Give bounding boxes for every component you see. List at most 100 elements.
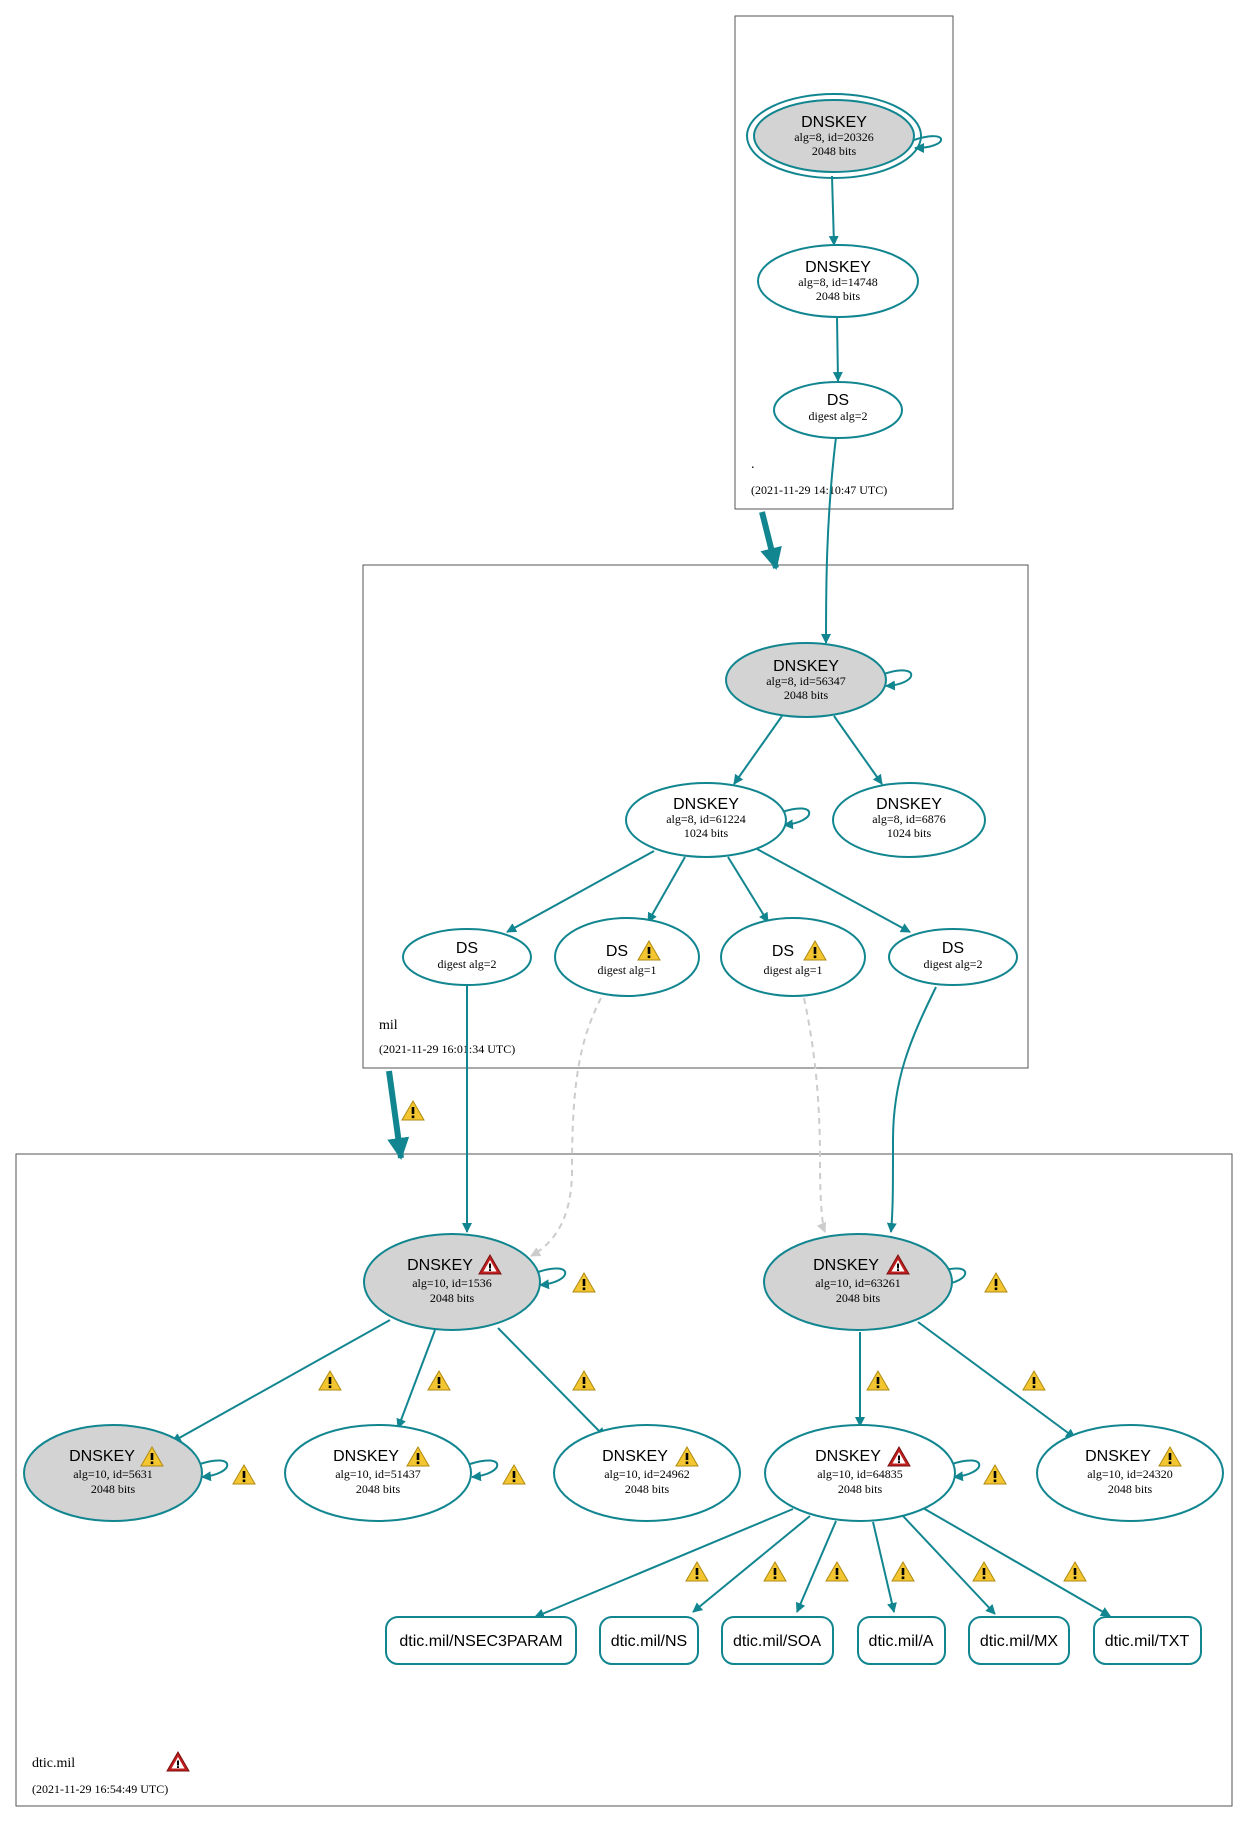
node-title: DNSKEY — [813, 1257, 879, 1274]
node-title: DS — [942, 940, 964, 957]
node-dtic-dnskey-64835[interactable]: DNSKEY alg=10, id=64835 2048 bits — [764, 1424, 956, 1522]
edge-mil-zsk1-to-ds1 — [506, 850, 655, 933]
edge-mil-ds4-to-dtic-ksk2 — [886, 986, 937, 1233]
node-dtic-dnskey-51437[interactable]: DNSKEY alg=10, id=51437 2048 bits — [284, 1424, 472, 1522]
node-dtic-dnskey-24320[interactable]: DNSKEY alg=10, id=24320 2048 bits — [1036, 1424, 1224, 1522]
node-key-size: 1024 bits — [887, 826, 932, 840]
edge-warning-icon — [685, 1561, 709, 1582]
node-mil-ds-4[interactable]: DS digest alg=2 — [888, 928, 1018, 986]
node-dtic-dnskey-24962[interactable]: DNSKEY alg=10, id=24962 2048 bits — [553, 1424, 741, 1522]
edge-mil-ds3-to-dtic-ksk2 — [803, 997, 827, 1233]
edge-dtic-64835-to-ns — [692, 1515, 811, 1613]
node-mil-ds-2[interactable]: DS digest alg=1 — [554, 917, 700, 997]
zone-root-name: . — [751, 457, 755, 472]
edge-dtic-ksk1-to-51437 — [396, 1329, 436, 1429]
rrset-ns[interactable]: dtic.mil/NS — [599, 1616, 699, 1665]
node-digest: digest alg=2 — [808, 409, 867, 423]
edges — [171, 135, 1111, 1619]
edge-dtic-64835-to-txt — [922, 1507, 1111, 1617]
edge-warning-icon — [866, 1370, 890, 1391]
edge-dtic-64835-self — [951, 1459, 981, 1482]
edge-dtic-ksk1-to-24962 — [497, 1327, 606, 1438]
edge-warning-icon — [318, 1370, 342, 1391]
node-key-info: alg=10, id=64835 — [817, 1467, 903, 1481]
node-key-size: 2048 bits — [1108, 1482, 1153, 1496]
node-title: DNSKEY — [407, 1257, 473, 1274]
node-key-info: alg=8, id=56347 — [766, 674, 846, 688]
node-key-size: 2048 bits — [625, 1482, 670, 1496]
edge-mil-ds2-to-dtic-ksk1 — [530, 997, 602, 1257]
rrset-soa[interactable]: dtic.mil/SOA — [721, 1616, 834, 1665]
node-mil-ds-1[interactable]: DS digest alg=2 — [402, 928, 532, 986]
node-mil-dnskey-56347[interactable]: DNSKEY alg=8, id=56347 2048 bits — [725, 642, 887, 718]
node-key-info: alg=8, id=6876 — [872, 812, 946, 826]
node-digest: digest alg=1 — [597, 963, 656, 977]
edge-warning-icon — [427, 1370, 451, 1391]
node-root-dnskey-20326[interactable]: DNSKEY alg=8, id=20326 2048 bits — [746, 93, 922, 179]
edge-dtic-ksk1-to-5631 — [171, 1319, 391, 1443]
node-root-dnskey-14748[interactable]: DNSKEY alg=8, id=14748 2048 bits — [757, 244, 919, 318]
edge-root-ds-to-mil-ksk — [821, 436, 837, 644]
edge-dtic-5631-self — [199, 1459, 229, 1482]
zone-mil-timestamp: (2021-11-29 16:01:34 UTC) — [379, 1042, 515, 1056]
rrset-label: dtic.mil/A — [869, 1633, 934, 1650]
edge-warning-icon — [1063, 1561, 1087, 1582]
rrset-label: dtic.mil/SOA — [733, 1633, 821, 1650]
delegation-warning-icon — [401, 1100, 425, 1121]
node-key-info: alg=10, id=24320 — [1087, 1467, 1173, 1481]
node-dtic-dnskey-1536[interactable]: DNSKEY alg=10, id=1536 2048 bits — [363, 1233, 541, 1331]
node-mil-dnskey-6876[interactable]: DNSKEY alg=8, id=6876 1024 bits — [832, 782, 986, 858]
node-key-size: 2048 bits — [91, 1482, 136, 1496]
node-title: DNSKEY — [602, 1448, 668, 1465]
node-title: DNSKEY — [876, 796, 942, 813]
node-key-info: alg=8, id=61224 — [666, 812, 746, 826]
node-dtic-dnskey-63261[interactable]: DNSKEY alg=10, id=63261 2048 bits — [763, 1233, 953, 1331]
rrset-nsec3param[interactable]: dtic.mil/NSEC3PARAM — [385, 1616, 577, 1665]
node-digest: digest alg=1 — [763, 963, 822, 977]
node-key-info: alg=10, id=63261 — [815, 1276, 901, 1290]
edge-warning-icon — [232, 1464, 256, 1485]
zone-dtic-error-icon — [166, 1751, 190, 1772]
node-title: DS — [827, 392, 849, 409]
edge-warning-icon — [763, 1561, 787, 1582]
node-title: DS — [606, 943, 628, 960]
edge-root-ksk-to-zsk — [828, 175, 839, 246]
node-dtic-dnskey-5631[interactable]: DNSKEY alg=10, id=5631 2048 bits — [23, 1424, 203, 1522]
node-key-size: 2048 bits — [430, 1291, 475, 1305]
edge-dtic-64835-to-soa — [795, 1520, 837, 1613]
rrset-label: dtic.mil/NS — [611, 1633, 687, 1650]
edge-mil-ksk-to-zsk1 — [733, 715, 783, 785]
edge-mil-zsk1-to-ds3 — [727, 856, 769, 923]
edge-delegation-mil-dtic — [386, 1070, 410, 1160]
node-key-size: 2048 bits — [356, 1482, 401, 1496]
rrset-a[interactable]: dtic.mil/A — [857, 1616, 946, 1665]
node-title: DNSKEY — [773, 658, 839, 675]
node-key-size: 2048 bits — [838, 1482, 883, 1496]
edge-warning-icon — [983, 1464, 1007, 1485]
edge-warning-icon — [502, 1464, 526, 1485]
node-mil-ds-3[interactable]: DS digest alg=1 — [720, 917, 866, 997]
zone-root-timestamp: (2021-11-29 14:10:47 UTC) — [751, 483, 887, 497]
node-title: DNSKEY — [815, 1448, 881, 1465]
node-title: DNSKEY — [69, 1448, 135, 1465]
node-mil-dnskey-61224[interactable]: DNSKEY alg=8, id=61224 1024 bits — [625, 782, 787, 858]
edge-dtic-64835-to-mx — [902, 1515, 996, 1615]
rrset-label: dtic.mil/NSEC3PARAM — [399, 1633, 562, 1650]
edge-mil-ksk-self — [883, 669, 913, 691]
edge-warning-icon — [891, 1561, 915, 1582]
node-digest: digest alg=2 — [437, 957, 496, 971]
edge-dtic-64835-to-nsec3param — [534, 1508, 794, 1619]
node-root-ds[interactable]: DS digest alg=2 — [773, 381, 903, 439]
node-title: DS — [456, 940, 478, 957]
node-title: DNSKEY — [801, 114, 867, 131]
edge-warning-icon — [1022, 1370, 1046, 1391]
node-key-size: 1024 bits — [684, 826, 729, 840]
rrset-mx[interactable]: dtic.mil/MX — [968, 1616, 1070, 1665]
edge-dtic-64835-to-a — [872, 1521, 897, 1613]
node-key-info: alg=10, id=5631 — [73, 1467, 153, 1481]
edge-warning-icon — [984, 1272, 1008, 1293]
zone-dtic-timestamp: (2021-11-29 16:54:49 UTC) — [32, 1782, 168, 1796]
rrset-txt[interactable]: dtic.mil/TXT — [1093, 1616, 1202, 1665]
edge-warning-icon — [572, 1272, 596, 1293]
